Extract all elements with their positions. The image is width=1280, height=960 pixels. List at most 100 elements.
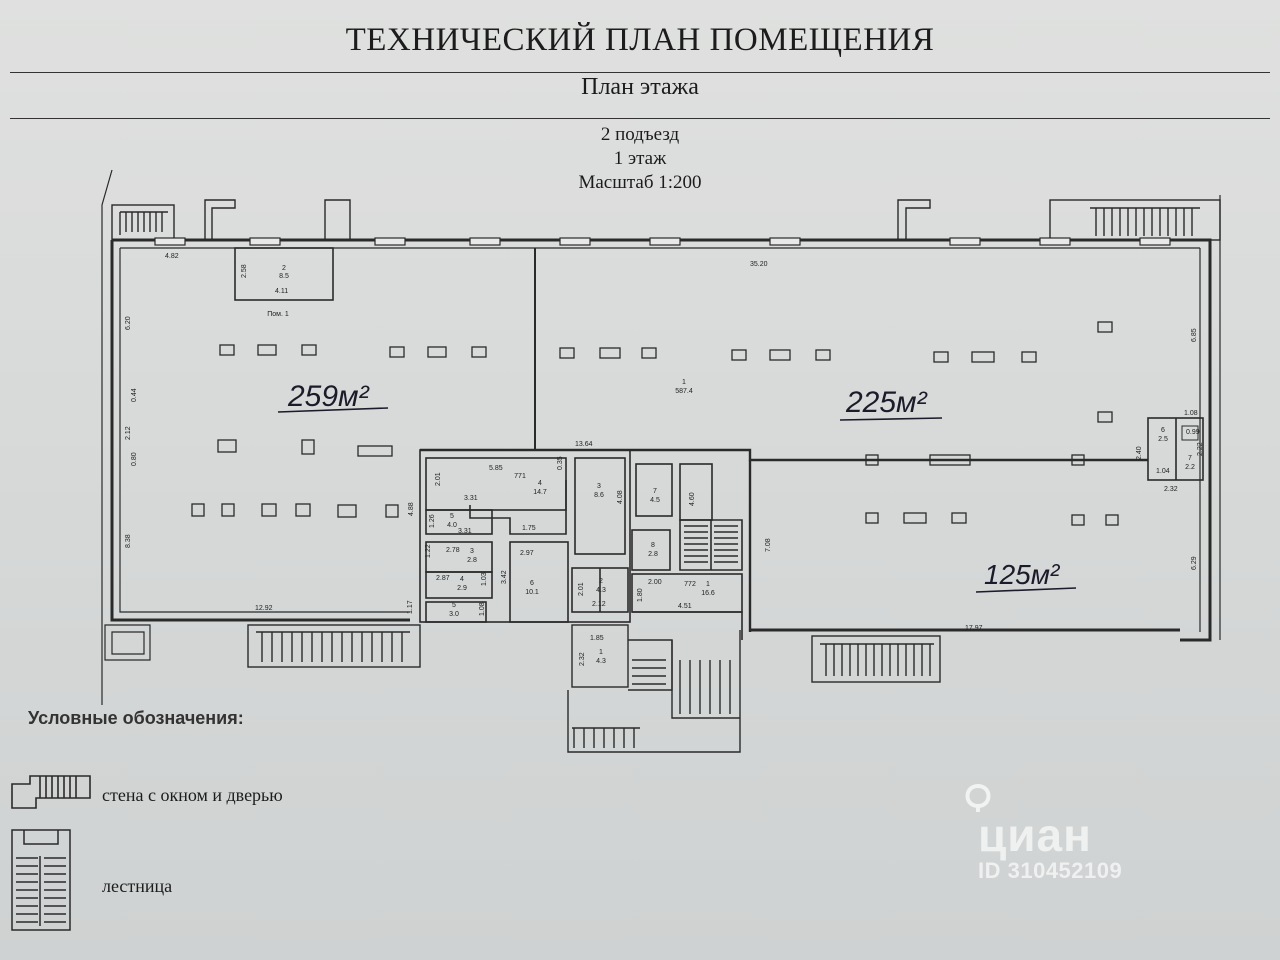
dim-4-51: 4.51 <box>678 603 692 610</box>
dim-35-20: 35.20 <box>750 261 768 268</box>
room-5-small-area: 3.0 <box>449 611 459 618</box>
dim-1-08-b: 1.08 <box>479 602 486 616</box>
room-7-mid-area: 4.5 <box>650 497 660 504</box>
room-2-mid-area: 4.3 <box>596 587 606 594</box>
dim-4-08: 4.08 <box>617 490 624 504</box>
dim-2-78: 2.78 <box>446 547 460 554</box>
dim-0-99: 0.99 <box>1186 429 1200 436</box>
dim-7-08: 7.08 <box>765 538 772 552</box>
page-title: ТЕХНИЧЕСКИЙ ПЛАН ПОМЕЩЕНИЯ <box>345 22 935 58</box>
legend-title: Условные обозначения: <box>28 708 244 728</box>
room-6-right-num: 6 <box>1161 427 1165 434</box>
stair-bottom-center <box>567 624 741 753</box>
dim-6-85: 6.85 <box>1191 328 1198 342</box>
dim-3-42: 3.42 <box>501 570 508 584</box>
dim-13-64: 13.64 <box>575 441 593 448</box>
legend-wall-label: стена с окном и дверью <box>102 785 283 805</box>
room-5-small-num: 5 <box>452 602 456 609</box>
dim-2-00: 2.00 <box>648 579 662 586</box>
room-2-mid-num: 2 <box>599 578 603 585</box>
stair-bottom-left <box>247 624 421 668</box>
dim-3-31: 3.31 <box>464 495 478 502</box>
stair-top-right <box>1049 199 1221 241</box>
room-2-top <box>234 247 334 301</box>
rooms-6-7-right <box>1147 417 1204 481</box>
dim-1-04: 1.04 <box>1156 468 1170 475</box>
dim-4-60: 4.60 <box>689 492 696 506</box>
room-2-top-area: 8.5 <box>279 273 289 280</box>
entrance-label: 2 подъезд <box>600 124 680 145</box>
central-service-block <box>419 449 743 640</box>
porch-top-3 <box>897 199 931 240</box>
dim-1-22: 1.22 <box>425 544 432 558</box>
room-2-top-num: 2 <box>282 265 286 272</box>
room-pom-1-label: Пом. 1 <box>267 311 289 318</box>
dim-2-22: 2.22 <box>1197 442 1204 456</box>
dim-12-92: 12.92 <box>255 605 273 612</box>
porch-bottom-left <box>104 624 151 661</box>
cian-watermark: циан ID 310452109 <box>978 808 1122 884</box>
room-4-center-area: 14.7 <box>533 489 547 496</box>
dim-17-97: 17.97 <box>965 625 983 632</box>
dim-2-32: 2.32 <box>1164 486 1178 493</box>
dim-1-85: 1.85 <box>590 635 604 642</box>
dim-0-80: 0.80 <box>131 452 138 466</box>
room-1-mid-num: 1 <box>706 581 710 588</box>
top-windows <box>154 237 1171 246</box>
room-4-center-num: 4 <box>538 480 542 487</box>
header-rule-top <box>10 72 1270 73</box>
stair-top-left <box>111 204 175 241</box>
dim-1-75: 1.75 <box>522 525 536 532</box>
dim-0-44: 0.44 <box>131 388 138 402</box>
room-3-small-area: 2.8 <box>467 557 477 564</box>
room-8-mid-area: 2.8 <box>648 551 658 558</box>
handwritten-area-2: 225м² <box>845 386 928 419</box>
porch-top-2 <box>324 199 351 240</box>
cian-logo: циан <box>978 809 1092 861</box>
dim-0-35: 0.35 <box>557 456 564 470</box>
room-6-mid-area: 10.1 <box>525 589 539 596</box>
dim-2-97: 2.97 <box>520 550 534 557</box>
handwritten-underlines <box>277 407 1077 593</box>
dim-4-11: 4.11 <box>275 288 288 295</box>
room-1-main-area: 587.4 <box>675 388 693 395</box>
dim-2-40: 2.40 <box>1136 446 1143 460</box>
handwritten-area-1: 259м² <box>287 380 370 413</box>
dim-1-03: 1.03 <box>481 572 488 586</box>
dim-2-32-b: 2.32 <box>579 652 586 666</box>
dim-4-88: 4.88 <box>408 502 415 516</box>
legend-stairs-symbol <box>11 829 71 931</box>
legend-wall-symbol <box>11 775 91 809</box>
room-4-small-area: 2.9 <box>457 585 467 592</box>
dim-2-12-b: 2.12 <box>592 601 606 608</box>
dim-4-82: 4.82 <box>165 253 179 260</box>
room-8-mid-num: 8 <box>651 542 655 549</box>
room-1-bottom-area: 4.3 <box>596 658 606 665</box>
room-7-right-num: 7 <box>1188 455 1192 462</box>
cut-line-left <box>101 169 113 705</box>
dim-1-80: 1.80 <box>637 588 644 602</box>
room-3-center-area: 8.6 <box>594 492 604 499</box>
room-7-right-area: 2.2 <box>1185 464 1195 471</box>
legend-stairs-label: лестница <box>102 876 173 896</box>
dim-1-17: 1.17 <box>407 600 414 614</box>
room-6-mid-num: 6 <box>530 580 534 587</box>
room-5-left-area: 4.0 <box>447 522 457 529</box>
dim-6-29: 6.29 <box>1191 556 1198 570</box>
dim-1-26: 1.26 <box>429 514 436 528</box>
dim-2-58: 2.58 <box>241 264 248 278</box>
room-1-bottom-num: 1 <box>599 649 603 656</box>
dim-8-38: 8.38 <box>125 534 132 548</box>
stair-bottom-right <box>811 635 941 683</box>
porch-top-1 <box>204 199 236 240</box>
room-1-mid-area: 16.6 <box>701 590 715 597</box>
room-3-center-num: 3 <box>597 483 601 490</box>
room-5-left-num: 5 <box>450 513 454 520</box>
map-pin-icon <box>965 783 991 812</box>
scale-label: Масштаб 1:200 <box>578 172 702 193</box>
handwritten-area-3: 125м² <box>984 559 1061 590</box>
page-subtitle: План этажа <box>581 74 699 100</box>
floor-label: 1 этаж <box>613 148 667 169</box>
